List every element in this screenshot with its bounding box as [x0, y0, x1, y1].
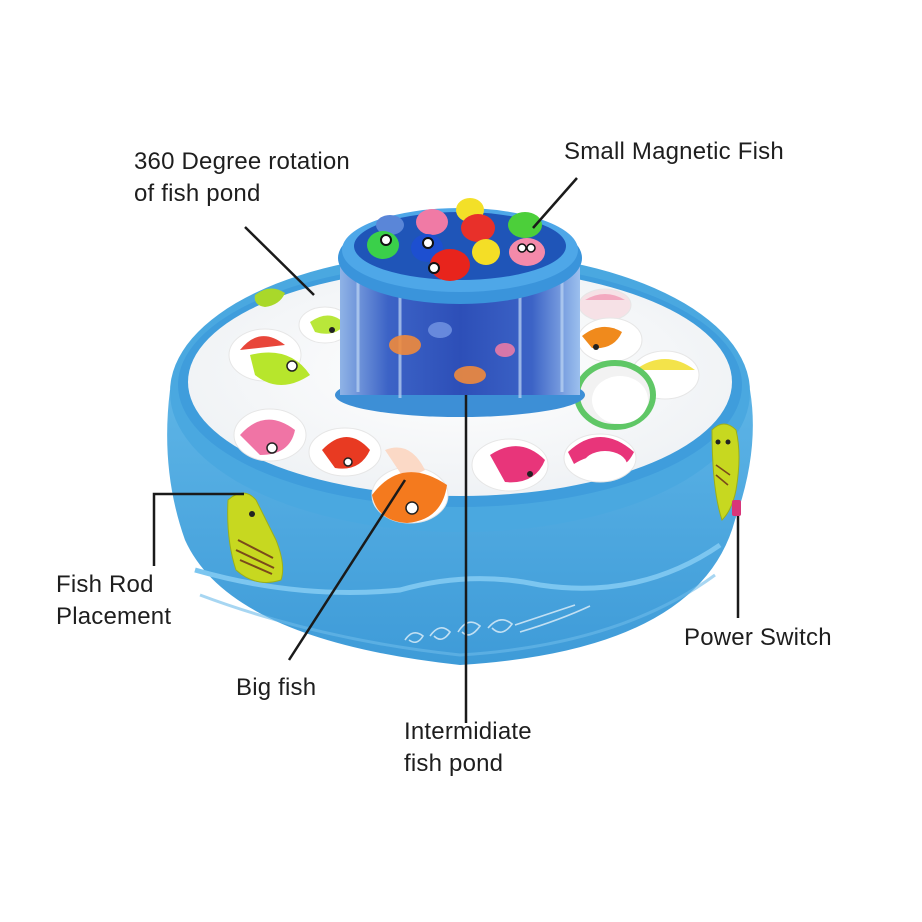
label-big-fish: Big fish: [236, 672, 316, 704]
leader-small-fish: [532, 177, 578, 229]
top-small-pond: [338, 198, 582, 304]
label-line: Small Magnetic Fish: [564, 138, 784, 165]
leader-rotation: [244, 226, 315, 296]
label-line: Big fish: [236, 674, 317, 701]
label-power-switch: Power Switch: [684, 622, 832, 654]
rod-holder-right: [711, 423, 740, 521]
label-line: Placement: [56, 603, 172, 630]
rod-holder-back-left: [254, 288, 285, 307]
rod-holder-left: [227, 492, 284, 583]
big-fish-example: [371, 447, 449, 524]
label-line: Power Switch: [684, 624, 832, 651]
small-magnetic-fish-group: [367, 198, 545, 281]
leader-big-fish: [287, 479, 407, 661]
label-line: 360 Degree rotation: [134, 148, 350, 175]
label-line: fish pond: [404, 750, 504, 777]
label-line: of fish pond: [134, 180, 261, 207]
power-switch[interactable]: [732, 500, 741, 516]
label-line: Intermidiate: [404, 718, 532, 745]
label-fish-rod-placement: Fish Rod Placement: [56, 569, 171, 633]
label-line: Fish Rod: [56, 571, 154, 598]
leader-lines: [152, 177, 740, 723]
label-360-rotation: 360 Degree rotation of fish pond: [134, 146, 350, 210]
wave-swirl-decoration: [404, 604, 591, 644]
label-small-magnetic-fish: Small Magnetic Fish: [564, 136, 784, 168]
label-intermediate-fish-pond: Intermidiate fish pond: [404, 716, 532, 780]
big-fish-ring: [228, 288, 700, 524]
leader-rod-placement: [152, 492, 244, 566]
